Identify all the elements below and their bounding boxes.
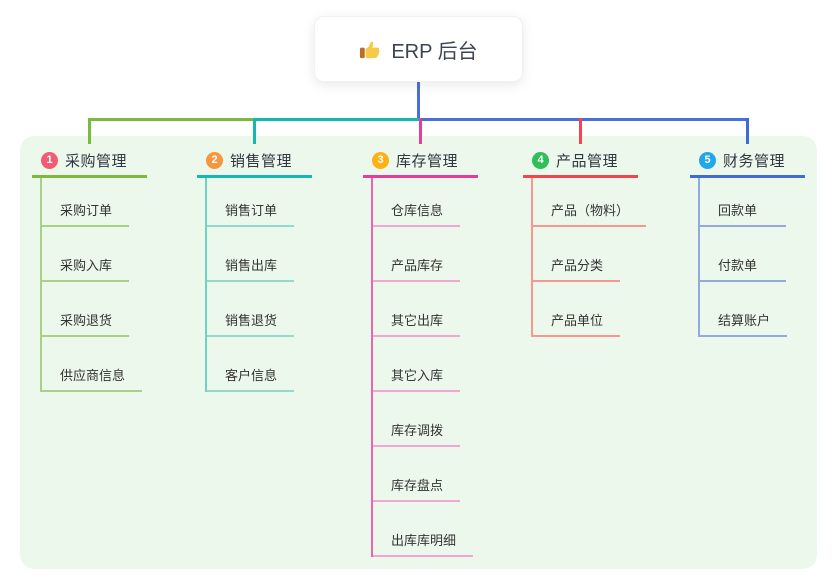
- branch-title-node[interactable]: 1 采购管理: [32, 145, 147, 178]
- child-node[interactable]: 销售订单: [207, 178, 295, 227]
- root-node-label: ERP 后台: [391, 40, 478, 63]
- branch-3: 3 库存管理仓库信息产品库存其它出库其它入库库存调拨库存盘点出库库明细: [363, 145, 478, 557]
- child-node[interactable]: 采购订单: [42, 178, 130, 227]
- branch-number-badge: 2: [206, 151, 223, 169]
- branch-children: 回款单付款单结算账户: [698, 178, 788, 337]
- branch-1: 1 采购管理采购订单采购入库采购退货供应商信息: [32, 145, 147, 392]
- child-node[interactable]: 产品分类: [533, 227, 621, 282]
- branch-title-label: 库存管理: [396, 152, 459, 170]
- child-node[interactable]: 回款单: [700, 178, 786, 227]
- root-connector-stem: [417, 82, 420, 120]
- child-node[interactable]: 采购退货: [42, 282, 130, 337]
- branch-title-label: 产品管理: [556, 152, 619, 170]
- branch-number-badge: 5: [699, 151, 716, 169]
- connector-horizontal: [419, 118, 749, 121]
- branch-number-badge: 4: [532, 151, 549, 169]
- child-node[interactable]: 销售退货: [207, 282, 295, 337]
- child-node[interactable]: 其它入库: [373, 337, 461, 392]
- child-node[interactable]: 库存调拨: [373, 392, 461, 447]
- branch-children: 采购订单采购入库采购退货供应商信息: [40, 178, 143, 392]
- child-node[interactable]: 客户信息: [207, 337, 295, 392]
- thumbs-up-icon: [359, 38, 382, 61]
- branch-children: 仓库信息产品库存其它出库其它入库库存调拨库存盘点出库库明细: [371, 178, 474, 557]
- child-node[interactable]: 产品库存: [373, 227, 461, 282]
- child-node[interactable]: 出库库明细: [373, 502, 474, 557]
- connector-drop: [88, 118, 91, 144]
- branches-panel: [20, 136, 817, 569]
- child-node[interactable]: 销售出库: [207, 227, 295, 282]
- connector-drop: [579, 118, 582, 144]
- child-node[interactable]: 产品（物料）: [533, 178, 647, 227]
- connector-drop: [253, 118, 256, 144]
- branch-title-node[interactable]: 5 财务管理: [690, 145, 805, 178]
- child-node[interactable]: 付款单: [700, 227, 786, 282]
- branch-children: 产品（物料）产品分类产品单位: [531, 178, 647, 337]
- branch-title-node[interactable]: 3 库存管理: [363, 145, 478, 178]
- connector-drop: [746, 118, 749, 144]
- branch-4: 4 产品管理产品（物料）产品分类产品单位: [523, 145, 647, 337]
- branch-title-node[interactable]: 2 销售管理: [197, 145, 312, 178]
- branch-title-label: 财务管理: [723, 152, 786, 170]
- branch-5: 5 财务管理回款单付款单结算账户: [690, 145, 805, 337]
- root-node[interactable]: ERP 后台: [314, 16, 523, 82]
- child-node[interactable]: 供应商信息: [42, 337, 143, 392]
- connector-horizontal: [253, 118, 419, 121]
- branch-title-label: 销售管理: [230, 152, 293, 170]
- child-node[interactable]: 库存盘点: [373, 447, 461, 502]
- branch-number-badge: 1: [41, 151, 58, 169]
- child-node[interactable]: 结算账户: [700, 282, 788, 337]
- child-node[interactable]: 产品单位: [533, 282, 621, 337]
- connector-horizontal: [88, 118, 253, 121]
- branch-2: 2 销售管理销售订单销售出库销售退货客户信息: [197, 145, 312, 392]
- branch-number-badge: 3: [372, 151, 389, 169]
- branch-title-label: 采购管理: [65, 152, 128, 170]
- connector-drop: [419, 118, 422, 144]
- branch-title-node[interactable]: 4 产品管理: [523, 145, 638, 178]
- branch-children: 销售订单销售出库销售退货客户信息: [205, 178, 295, 392]
- child-node[interactable]: 其它出库: [373, 282, 461, 337]
- child-node[interactable]: 仓库信息: [373, 178, 461, 227]
- child-node[interactable]: 采购入库: [42, 227, 130, 282]
